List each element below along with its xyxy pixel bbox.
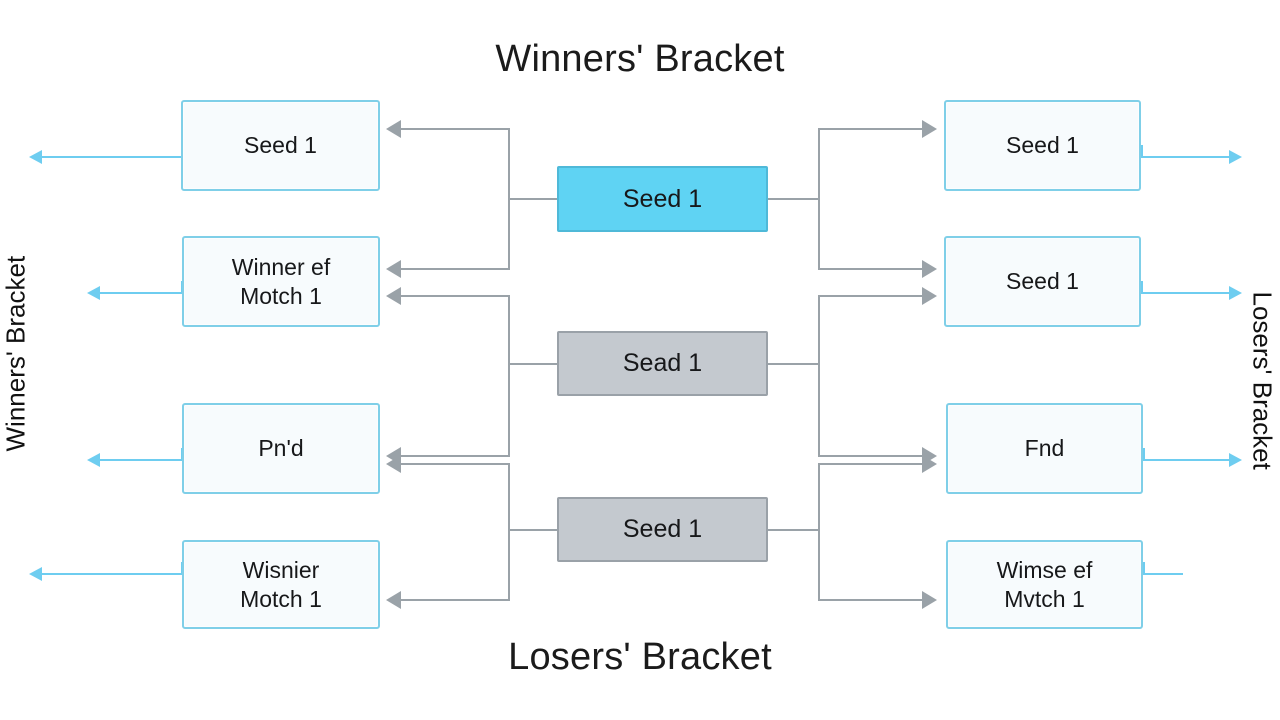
bracket-box-center-2[interactable]: Sead 1 bbox=[557, 331, 768, 396]
cyan-arrow-line-left-3 bbox=[100, 459, 182, 461]
cyan-arrowhead-left-4 bbox=[29, 567, 42, 581]
arrowhead-right-box-4 bbox=[922, 591, 937, 609]
cyan-arrowhead-right-1 bbox=[1229, 150, 1242, 164]
arrowhead-right-box-2b bbox=[922, 287, 937, 305]
connector-to-left-box-3 bbox=[400, 455, 510, 457]
connector-to-right-box-4 bbox=[818, 599, 926, 601]
bracket-box-wb-l3[interactable]: Pn'd bbox=[182, 403, 380, 494]
arrowhead-left-box-1 bbox=[386, 120, 401, 138]
bracket-box-label: Pn'd bbox=[258, 435, 304, 462]
connector-center3-stem bbox=[508, 529, 560, 531]
cyan-stub-right-1 bbox=[1141, 145, 1143, 158]
bracket-box-label: Seed 1 bbox=[1006, 132, 1079, 159]
cyan-arrow-line-right-2 bbox=[1141, 292, 1231, 294]
bracket-box-lb-r1[interactable]: Seed 1 bbox=[944, 100, 1141, 191]
side-label-losers-bracket: Losers' Bracket bbox=[1247, 291, 1278, 470]
cyan-arrowhead-left-1 bbox=[29, 150, 42, 164]
connector-right-vertical-b bbox=[818, 295, 820, 455]
page-title-losers-bracket: Losers' Bracket bbox=[508, 636, 772, 678]
cyan-stub-right-3 bbox=[1143, 448, 1145, 461]
cyan-stub-right-4 bbox=[1143, 562, 1145, 575]
arrowhead-right-box-3b bbox=[922, 455, 937, 473]
connector-to-left-box-2b bbox=[400, 295, 510, 297]
connector-to-right-box-3 bbox=[818, 455, 926, 457]
connector-right-vertical-a bbox=[818, 128, 820, 270]
cyan-stub-right-2 bbox=[1141, 281, 1143, 294]
connector-left-vertical-b bbox=[508, 295, 510, 455]
arrowhead-left-box-2 bbox=[386, 260, 401, 278]
connector-left-vertical-a bbox=[508, 128, 510, 270]
connector-to-right-box-3b bbox=[818, 463, 926, 465]
cyan-arrow-line-right-3 bbox=[1143, 459, 1231, 461]
connector-center3-stem-right bbox=[766, 529, 820, 531]
cyan-arrow-line-left-4 bbox=[42, 573, 182, 575]
bracket-box-label: Sead 1 bbox=[622, 349, 703, 378]
cyan-arrow-line-right-4 bbox=[1143, 573, 1183, 575]
arrowhead-right-box-2 bbox=[922, 260, 937, 278]
connector-center2-stem-right bbox=[766, 363, 820, 365]
cyan-arrow-line-left-1 bbox=[42, 156, 182, 158]
connector-to-left-box-1 bbox=[400, 128, 510, 130]
connector-center1-stem bbox=[508, 198, 560, 200]
arrowhead-left-box-3b bbox=[386, 455, 401, 473]
cyan-arrowhead-left-2 bbox=[87, 286, 100, 300]
bracket-box-center-3[interactable]: Seed 1 bbox=[557, 497, 768, 562]
connector-to-right-box-1 bbox=[818, 128, 926, 130]
connector-left-vertical-c bbox=[508, 463, 510, 601]
bracket-box-label: Seed 1 bbox=[1006, 268, 1079, 295]
connector-center1-stem-right bbox=[766, 198, 820, 200]
page-title-winners-bracket: Winners' Bracket bbox=[495, 38, 785, 80]
connector-to-left-box-3b bbox=[400, 463, 510, 465]
connector-to-right-box-2 bbox=[818, 268, 926, 270]
connector-to-right-box-2b bbox=[818, 295, 926, 297]
connector-center2-stem bbox=[508, 363, 560, 365]
cyan-arrowhead-right-2 bbox=[1229, 286, 1242, 300]
cyan-arrow-line-right-1 bbox=[1141, 156, 1231, 158]
arrowhead-left-box-4 bbox=[386, 591, 401, 609]
cyan-arrowhead-right-3 bbox=[1229, 453, 1242, 467]
arrowhead-right-box-1 bbox=[922, 120, 937, 138]
bracket-box-label: Seed 1 bbox=[244, 132, 317, 159]
bracket-box-wb-l1[interactable]: Seed 1 bbox=[181, 100, 380, 191]
bracket-box-label: Seed 1 bbox=[622, 515, 703, 544]
side-label-winners-bracket: Winners' Bracket bbox=[0, 255, 31, 452]
bracket-box-label: Seed 1 bbox=[622, 184, 703, 213]
bracket-box-lb-r2[interactable]: Seed 1 bbox=[944, 236, 1141, 327]
connector-to-left-box-4 bbox=[400, 599, 510, 601]
bracket-box-label: Fnd bbox=[1024, 435, 1065, 462]
bracket-box-center-1[interactable]: Seed 1 bbox=[557, 166, 768, 232]
arrowhead-left-box-2b bbox=[386, 287, 401, 305]
cyan-arrowhead-left-3 bbox=[87, 453, 100, 467]
connector-right-vertical-c bbox=[818, 463, 820, 601]
cyan-arrow-line-left-2 bbox=[100, 292, 182, 294]
connector-to-left-box-2 bbox=[400, 268, 510, 270]
bracket-box-lb-r3[interactable]: Fnd bbox=[946, 403, 1143, 494]
